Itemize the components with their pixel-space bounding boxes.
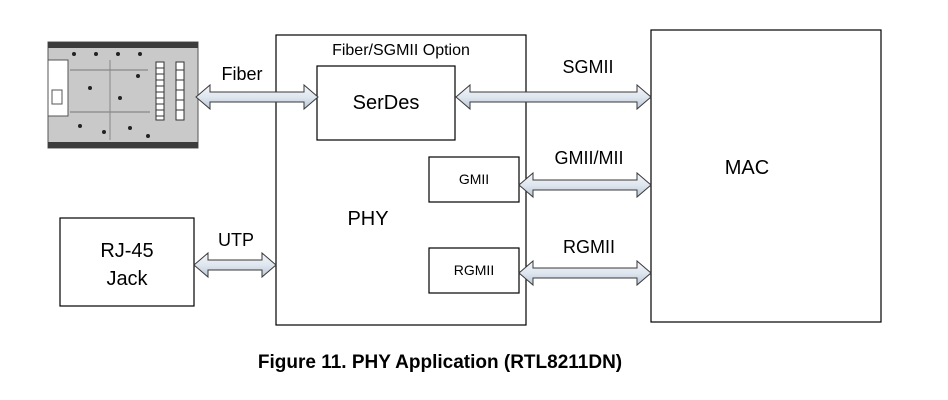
sgmii-link-arrow: SGMII <box>455 57 652 111</box>
utp-link-label: UTP <box>218 230 254 250</box>
mac-block: MAC <box>650 29 882 323</box>
figure-caption: Figure 11. PHY Application (RTL8211DN) <box>258 352 622 373</box>
sgmii-link-label: SGMII <box>562 57 613 77</box>
phy-label: PHY <box>347 208 388 230</box>
gmii-mii-link-label: GMII/MII <box>555 148 624 168</box>
fiber-module-icon <box>47 41 199 149</box>
mac-label: MAC <box>725 157 769 179</box>
rgmii-block: RGMII <box>428 247 520 294</box>
rj45-label-line2: Jack <box>106 268 148 290</box>
rgmii-block-label: RGMII <box>454 262 494 278</box>
rgmii-link-arrow: RGMII <box>518 237 652 287</box>
gmii-block: GMII <box>428 156 520 203</box>
fiber-link-arrow: Fiber <box>195 64 319 111</box>
rj45-jack-block: RJ-45 Jack <box>59 217 195 307</box>
gmii-mii-link-arrow: GMII/MII <box>518 148 652 199</box>
fiber-link-label: Fiber <box>221 64 262 84</box>
rgmii-link-label: RGMII <box>563 237 615 257</box>
utp-link-arrow: UTP <box>193 230 277 279</box>
gmii-block-label: GMII <box>459 171 489 187</box>
serdes-block: SerDes <box>316 65 456 141</box>
phy-section-label: Fiber/SGMII Option <box>332 42 470 59</box>
rj45-label-line1: RJ-45 <box>100 240 153 262</box>
serdes-label: SerDes <box>353 92 420 114</box>
